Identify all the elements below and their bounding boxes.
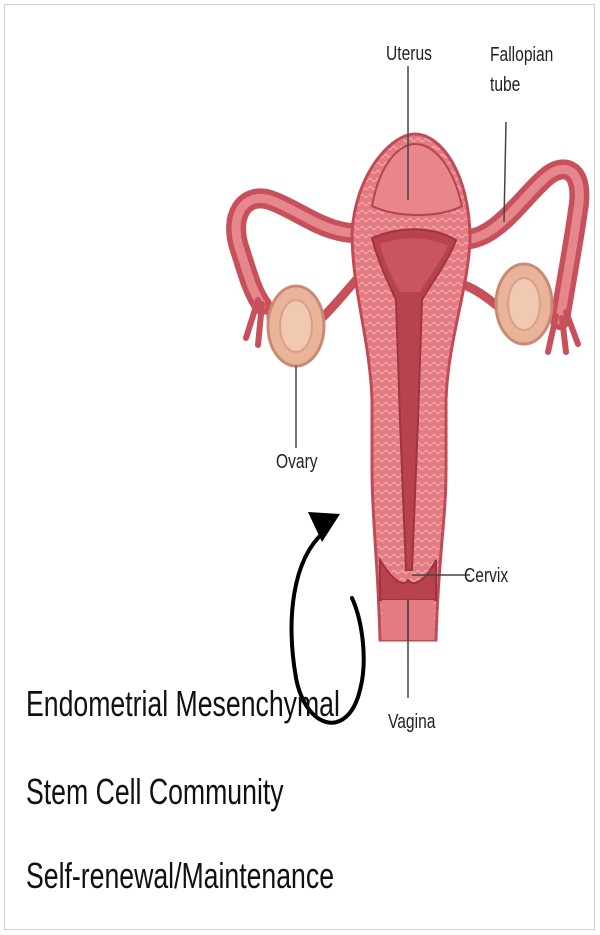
cervix-label: Cervix <box>464 566 508 586</box>
fallopian-tube-label: Fallopian tube <box>490 40 553 100</box>
caption-line-3: Self-renewal/Maintenance <box>26 858 334 894</box>
caption-line-2: Stem Cell Community <box>26 774 284 810</box>
right-fimbriae <box>548 312 578 352</box>
right-ovarian-ligament <box>462 284 500 308</box>
left-ovarian-ligament <box>322 276 360 318</box>
vagina-label: Vagina <box>388 712 435 732</box>
ovary-label: Ovary <box>276 452 318 472</box>
cycle-arrow-head <box>308 512 340 542</box>
uterus-label: Uterus <box>386 44 432 64</box>
caption-line-1: Endometrial Mesenchymal <box>26 686 340 722</box>
